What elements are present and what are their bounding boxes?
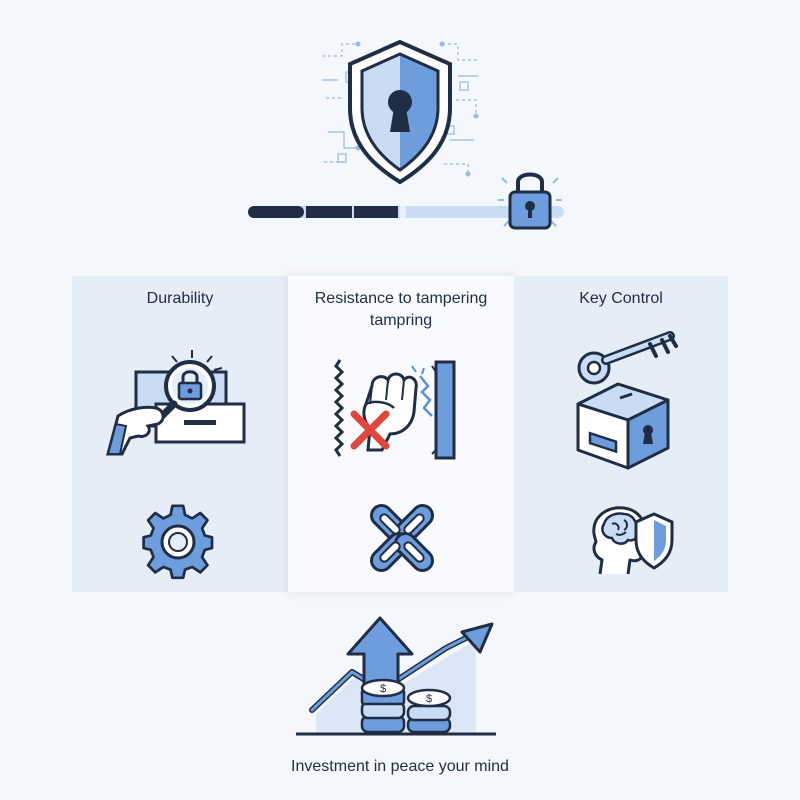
coin-stack-icon: $ $ bbox=[360, 678, 452, 734]
progress-fill bbox=[248, 206, 406, 218]
tamper-panel: Resistance to tampering tampring bbox=[288, 276, 514, 592]
gear-icon bbox=[142, 504, 214, 580]
key-icon bbox=[577, 331, 678, 385]
fist-icon bbox=[333, 359, 456, 460]
durability-title: Durability bbox=[146, 290, 214, 307]
durability-panel: Durability bbox=[72, 276, 288, 592]
tamper-title: Resistance to tampering bbox=[314, 290, 488, 307]
broken-chain-icon bbox=[370, 504, 434, 572]
shield-keyhole-icon bbox=[322, 39, 479, 185]
brain-shield-icon bbox=[592, 506, 674, 575]
tamper-subtitle: tampring bbox=[369, 312, 433, 329]
padlock-icon bbox=[498, 172, 562, 230]
svg-text:$: $ bbox=[380, 683, 386, 695]
svg-text:$: $ bbox=[426, 693, 432, 705]
caption: Investment in peace your mind bbox=[291, 758, 509, 775]
key-control-panel: Key Control bbox=[514, 276, 728, 592]
magnifier-lock-icon bbox=[106, 350, 246, 456]
lockbox-icon bbox=[576, 382, 670, 470]
key-control-title: Key Control bbox=[579, 290, 663, 307]
